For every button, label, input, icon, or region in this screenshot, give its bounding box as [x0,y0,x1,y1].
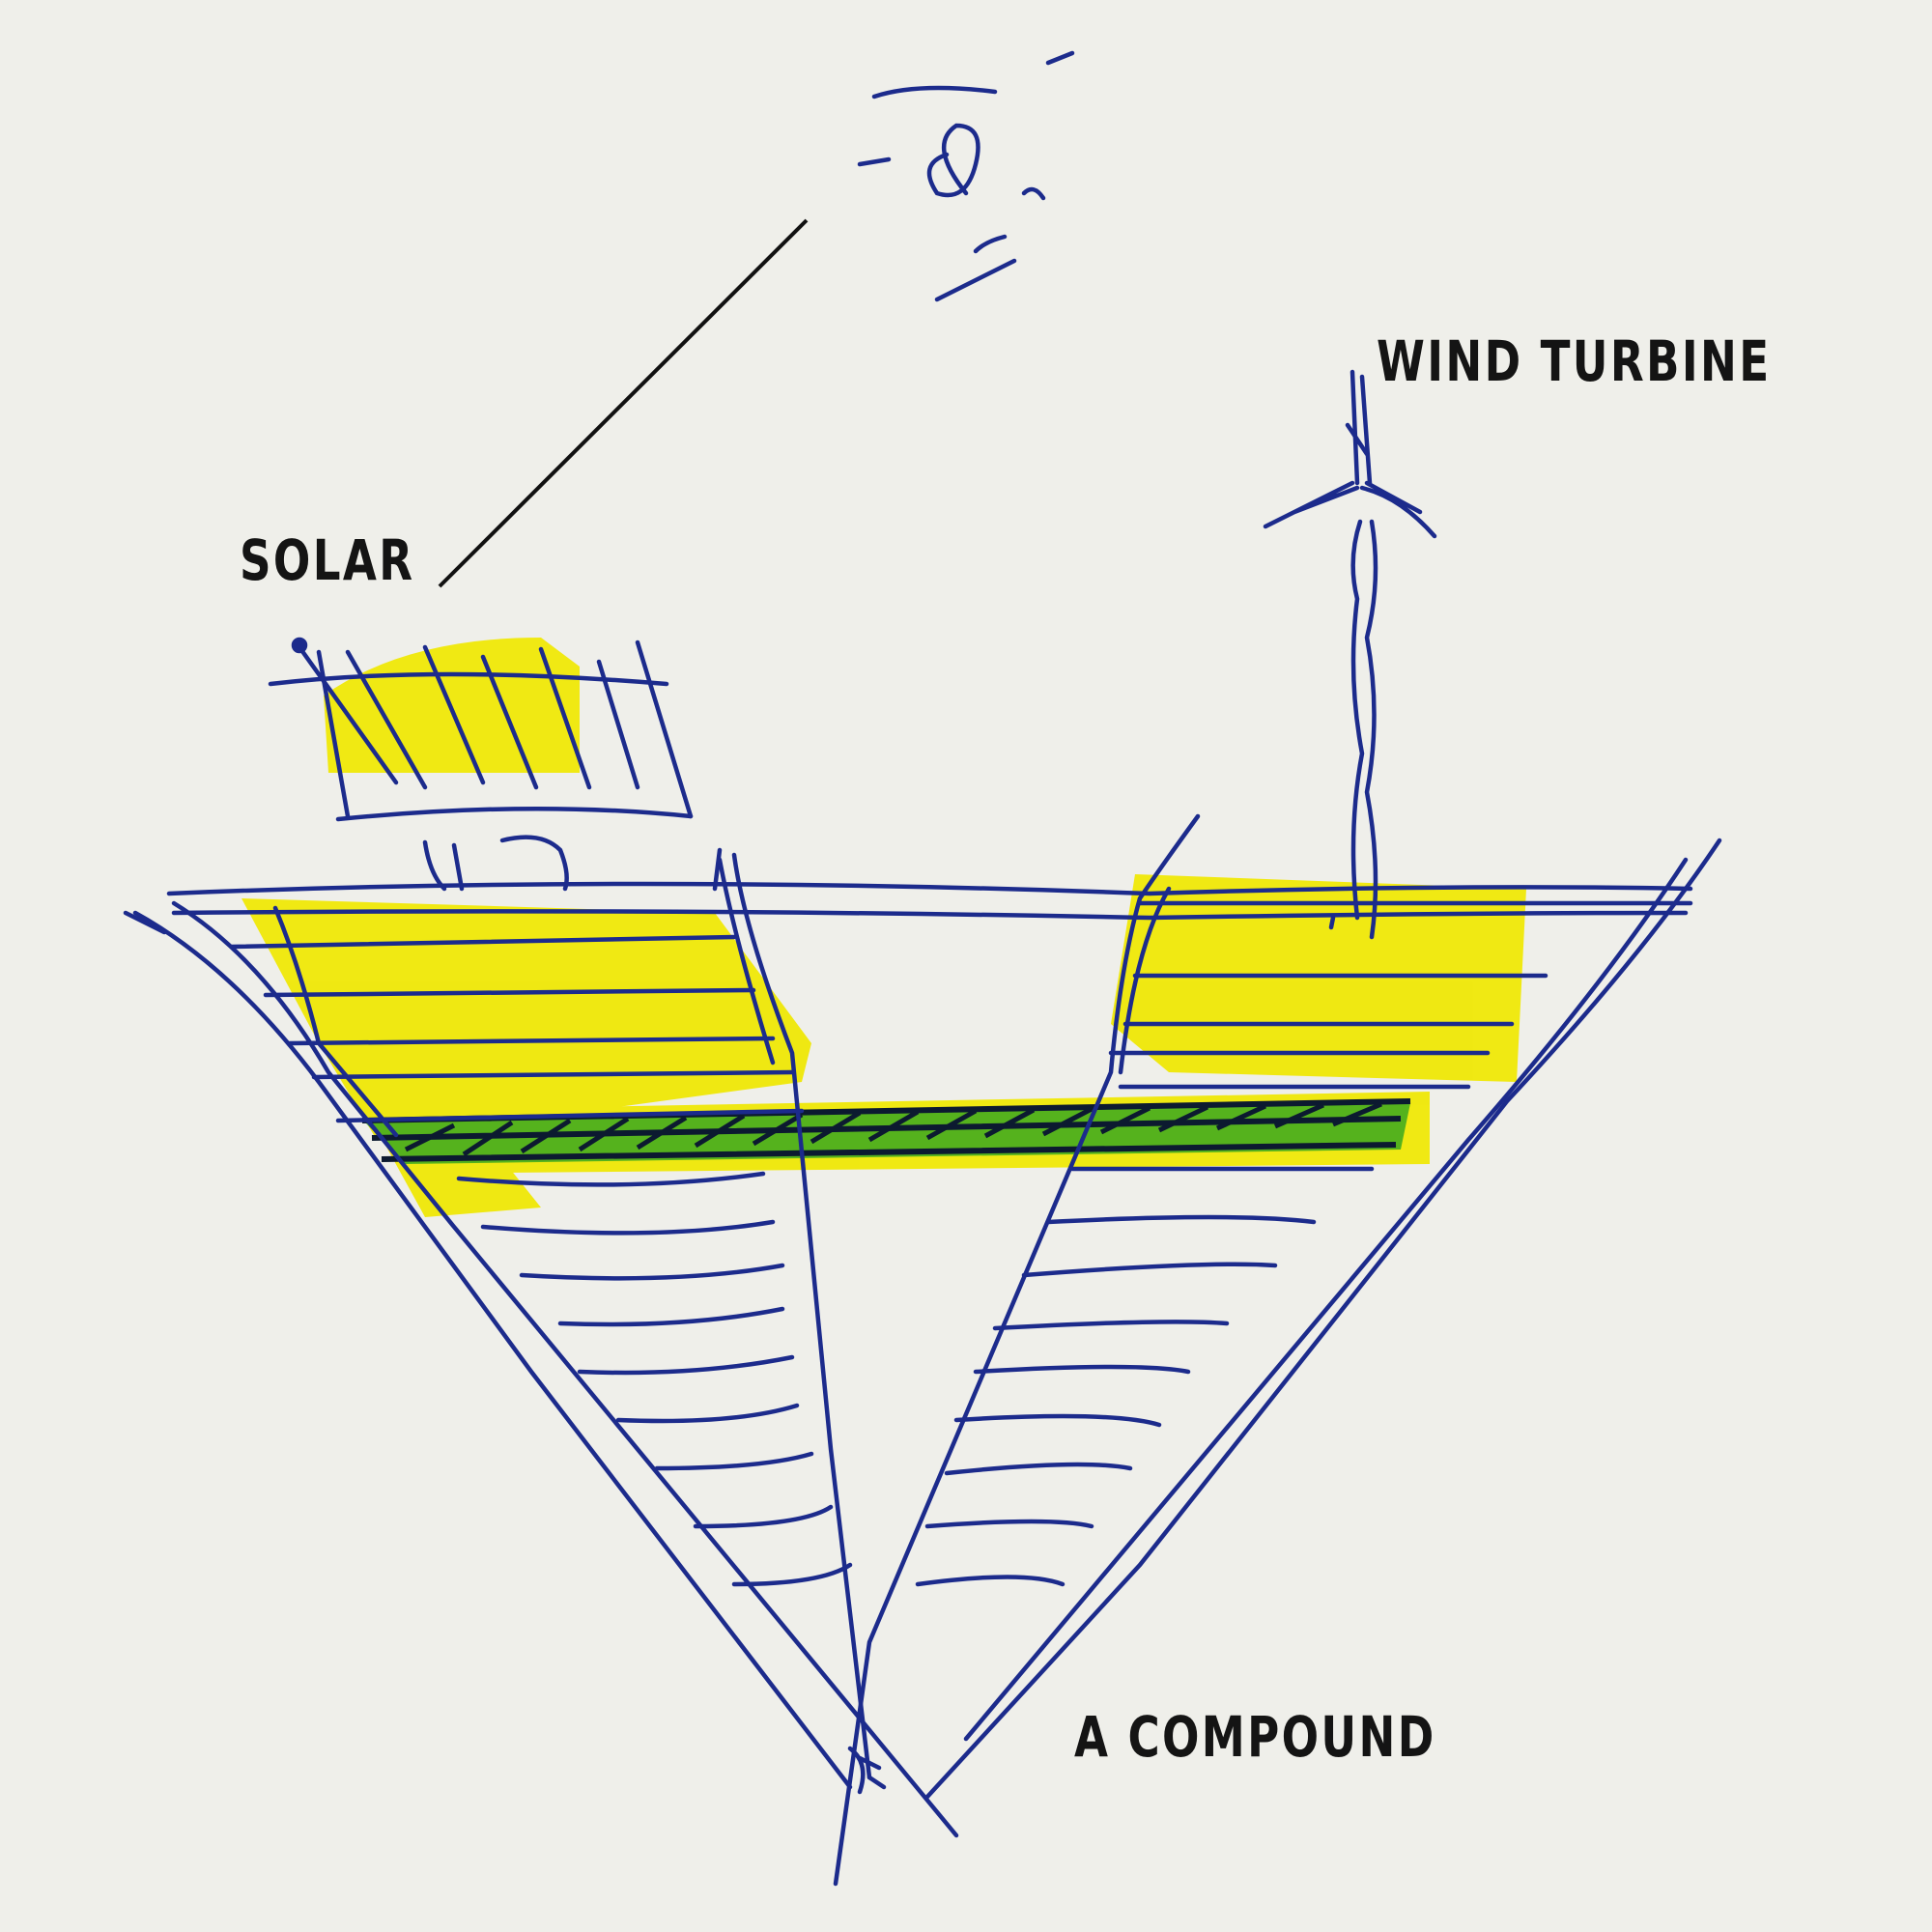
left-inner-slope [731,852,872,1780]
left-rim-tip [123,910,167,935]
top-rim-line-2 [171,909,1689,921]
left-terrace-edge [272,905,399,1138]
wind-turbine-label: WIND TURBINE [1377,328,1772,394]
green-band [361,1098,1411,1164]
lower-right-hatching [915,1166,1375,1587]
right-terraces [1108,900,1693,1090]
sun-icon [857,50,1075,302]
right-outer-slope [924,838,1722,1800]
solar-leader-line [438,218,809,588]
right-terrace-highlight [1111,874,1526,1082]
compound-label: A COMPOUND [1074,1704,1436,1770]
ink-lines [123,50,1722,1887]
top-rim-line [166,881,1693,896]
bottom-tip-scribble [847,1746,887,1795]
solar-panel [268,637,723,892]
solar-label: SOLAR [240,527,415,593]
right-outer-slope-2 [963,857,1689,1742]
left-terraces [229,934,805,1123]
left-outer-slope-2 [171,900,959,1838]
right-inner-slope [833,813,1201,1887]
left-inner-slope-2 [717,857,776,1065]
left-terrace-highlight [242,898,811,1140]
lower-left-hatching [456,1171,853,1587]
wind-turbine-icon [1263,369,1437,940]
